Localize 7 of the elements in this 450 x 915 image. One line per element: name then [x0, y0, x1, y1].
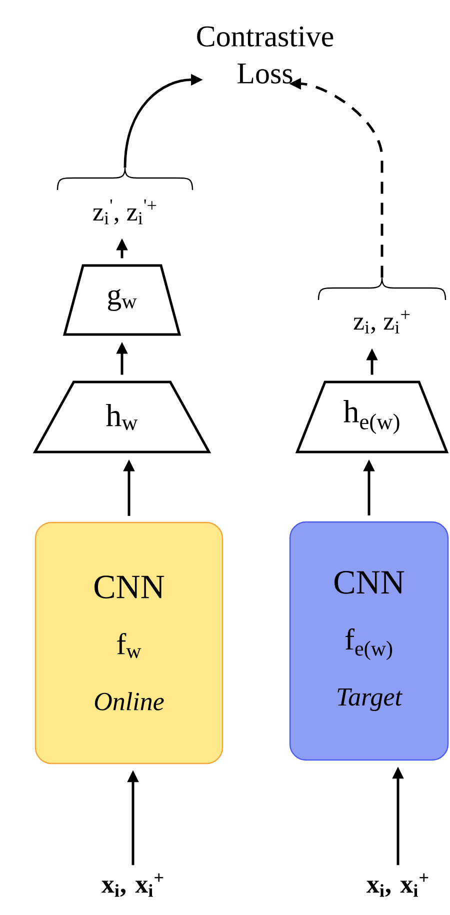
text-label: x$_{i}$, x$_{i}$+: [366, 873, 428, 897]
network-box: CNN f$_{w}$ Online: [34, 522, 224, 764]
text-label: z$_{i}$$^{'}$, z$_{i}$'+: [93, 200, 156, 224]
text-label: Contrastive Loss: [197, 26, 334, 84]
text-label: z$_{i}$, z$_{i}$+: [354, 310, 410, 334]
text-label: x$_{i}$, x$_{i}$+: [102, 873, 164, 897]
network-box: CNN f$_{e(w)}$ Target: [289, 521, 449, 761]
